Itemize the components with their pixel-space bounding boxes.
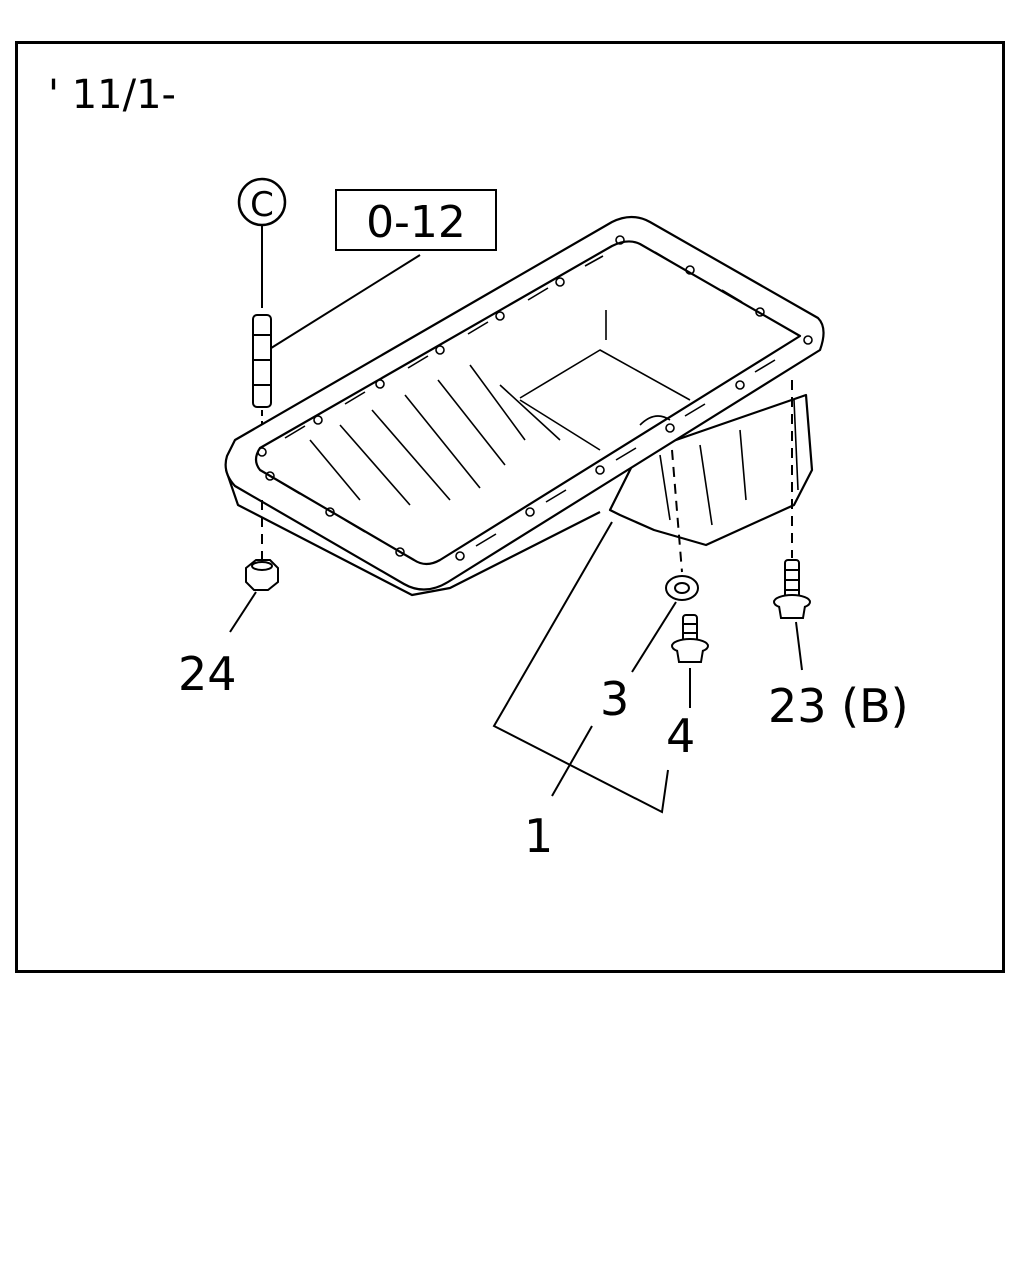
washer-icon: [665, 575, 699, 601]
reference-leaders: [261, 225, 421, 351]
circle-reference: C: [237, 177, 287, 227]
date-code: ' 11/1-: [48, 72, 176, 118]
callout-oil-pan: 1: [524, 809, 553, 863]
oil-pan-icon: [224, 215, 825, 597]
diagram-frame: [15, 41, 1005, 973]
callout-bolt: 23 (B): [768, 679, 909, 733]
callout-washer: 3: [600, 672, 629, 726]
boxed-reference: 0-12: [335, 189, 497, 251]
callout-nut: 24: [178, 647, 237, 701]
bolt-icon: [773, 559, 811, 619]
boxed-reference-label: 0-12: [366, 197, 466, 248]
nut-icon: [245, 559, 279, 591]
callout-drain-plug: 4: [666, 709, 695, 763]
drain-plug-icon: [671, 614, 709, 663]
callout-leaders: [229, 521, 803, 814]
circle-reference-label: C: [250, 185, 274, 225]
assembly-lines: [261, 380, 793, 573]
stud-icon: [252, 314, 272, 430]
